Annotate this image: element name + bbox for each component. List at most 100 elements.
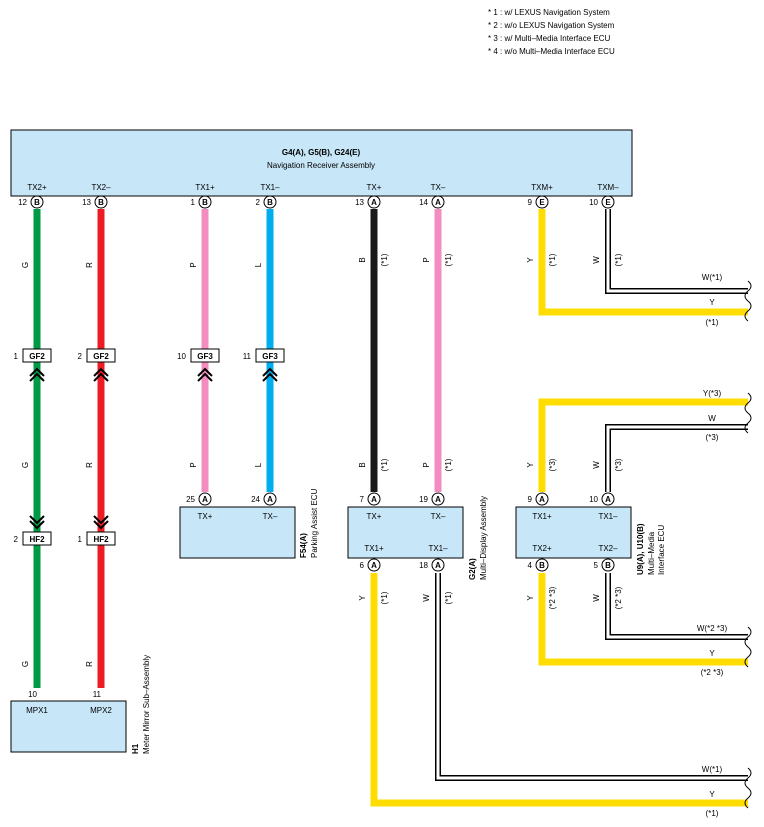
connector-letter: A	[202, 495, 208, 504]
wire-end-label: Y	[709, 790, 715, 799]
pin-number: 10	[589, 198, 598, 207]
pin-name: TX+	[367, 512, 382, 521]
pin-name: TX–	[431, 512, 446, 521]
wire-note: (*3)	[614, 458, 623, 471]
wire-end-label: W(*1)	[702, 765, 723, 774]
wire-label: G	[21, 661, 30, 667]
wire-note: (*1)	[380, 253, 389, 266]
wire-w-mmi-top-outer	[605, 424, 748, 492]
nav-pin-name: TX2+	[27, 183, 47, 192]
pin-name: TX2–	[598, 544, 618, 553]
connector-letter: A	[435, 495, 441, 504]
nav-pin-name: TX1–	[260, 183, 280, 192]
pin-name: MPX2	[90, 706, 112, 715]
wire-label: Y	[358, 595, 367, 601]
junction-name: GF3	[262, 352, 278, 361]
parking-id: F54(A)	[299, 533, 308, 558]
wire-end-note: (*3)	[706, 433, 719, 442]
wires	[33, 209, 748, 807]
pin-name: TX+	[198, 512, 213, 521]
pin-name: TX1+	[532, 512, 552, 521]
connector-letter: E	[539, 198, 545, 207]
wire-label: W	[592, 256, 601, 264]
pin-name: TX2+	[532, 544, 552, 553]
pin-number: 13	[355, 198, 364, 207]
junction-pin: 2	[14, 535, 19, 544]
wire-end-label: Y	[709, 298, 715, 307]
nav-pins: B 12 B 13 B 1 B 2 A 13 A 14 E 9 E 10	[18, 195, 615, 209]
connector-letter: A	[371, 561, 377, 570]
wire-w-txm-outer	[605, 209, 748, 294]
mmi-name-line2: Interface ECU	[657, 525, 666, 575]
mmi-name-line1: Multi–Media	[647, 531, 656, 575]
wire-label: P	[422, 257, 431, 262]
pin-number: 12	[18, 198, 27, 207]
wire-label: L	[254, 462, 263, 467]
wire-end-label: W(*1)	[702, 273, 723, 282]
wire-w-mmi-top-inner	[606, 425, 748, 492]
pin-name: TX–	[263, 512, 278, 521]
pin-name: MPX1	[26, 706, 48, 715]
meter-mirror-sub-assembly: 10 11 MPX1 MPX2 H1 Meter Mirror Sub–Asse…	[10, 655, 151, 754]
junction-name: HF2	[29, 535, 45, 544]
pin-number: 4	[528, 561, 533, 570]
nav-pin-name: TX–	[431, 183, 446, 192]
pin-number: 13	[82, 198, 91, 207]
wire-label: Y	[526, 257, 535, 263]
junction-name: GF3	[197, 352, 213, 361]
multidisplay-id: G2(A)	[468, 558, 477, 580]
connector-letter: B	[539, 561, 545, 570]
connector-letter: A	[605, 495, 611, 504]
connector-letter: E	[605, 198, 611, 207]
right-wire-labels: W(*1) Y (*1) Y(*3) W (*3) W(*2 *3) Y (*2…	[697, 273, 728, 818]
junction-pin: 10	[177, 352, 186, 361]
connector-letter: A	[371, 198, 377, 207]
connector-letter: A	[435, 198, 441, 207]
wire-y-txm	[538, 209, 748, 316]
pin-number: 24	[251, 495, 260, 504]
note-3: * 3 : w/ Multi–Media Interface ECU	[488, 34, 610, 43]
pin-number: 9	[528, 495, 533, 504]
wire-note: (*1)	[380, 591, 389, 604]
wire-note: (*3)	[548, 458, 557, 471]
wire-w-mmi-bot-inner	[606, 573, 748, 639]
connector-letter: B	[34, 198, 40, 207]
wire-note: (*1)	[548, 253, 557, 266]
nav-pin-name: TX2–	[91, 183, 111, 192]
wire-label: L	[254, 262, 263, 267]
junction-name: GF2	[29, 352, 45, 361]
pin-number: 18	[419, 561, 428, 570]
wire-y-md-bot	[370, 573, 748, 807]
junction-pin: 1	[78, 535, 83, 544]
pin-name: TX1–	[428, 544, 448, 553]
note-2: * 2 : w/o LEXUS Navigation System	[488, 21, 615, 30]
wire-label: W	[592, 594, 601, 602]
connector-letter: A	[435, 561, 441, 570]
pin-number: 2	[256, 198, 261, 207]
junction-pin: 1	[14, 352, 19, 361]
junction-pin: 11	[243, 352, 252, 361]
connector-letter: B	[605, 561, 611, 570]
nav-pin-name: TX+	[367, 183, 382, 192]
wire-end-label: Y	[709, 649, 715, 658]
wire-end-note: (*1)	[706, 809, 719, 818]
multidisplay-name: Multi–Display Assembly	[479, 496, 488, 580]
wire-end-label: W(*2 *3)	[697, 624, 728, 633]
pin-number: 10	[589, 495, 598, 504]
nav-pin-name: TX1+	[195, 183, 215, 192]
wire-label: R	[85, 462, 94, 468]
wire-color-labels: G R P L B (*1) P (*1) Y (*1) W (*1) G R …	[21, 253, 623, 667]
junction-pin: 2	[78, 352, 83, 361]
wire-note: (*1)	[444, 458, 453, 471]
wire-note: (*1)	[444, 591, 453, 604]
legend-notes: * 1 : w/ LEXUS Navigation System * 2 : w…	[488, 8, 615, 56]
wire-end-label: W	[708, 414, 716, 423]
parking-assist-ecu: A 25 A 24 TX+ TX– F54(A) Parking Assist …	[179, 488, 319, 559]
wire-label: W	[592, 461, 601, 469]
wire-note: (*1)	[614, 253, 623, 266]
wire-label: P	[189, 262, 198, 267]
wire-label: P	[422, 462, 431, 467]
wire-label: Y	[526, 462, 535, 468]
wire-break-marks	[744, 280, 752, 809]
